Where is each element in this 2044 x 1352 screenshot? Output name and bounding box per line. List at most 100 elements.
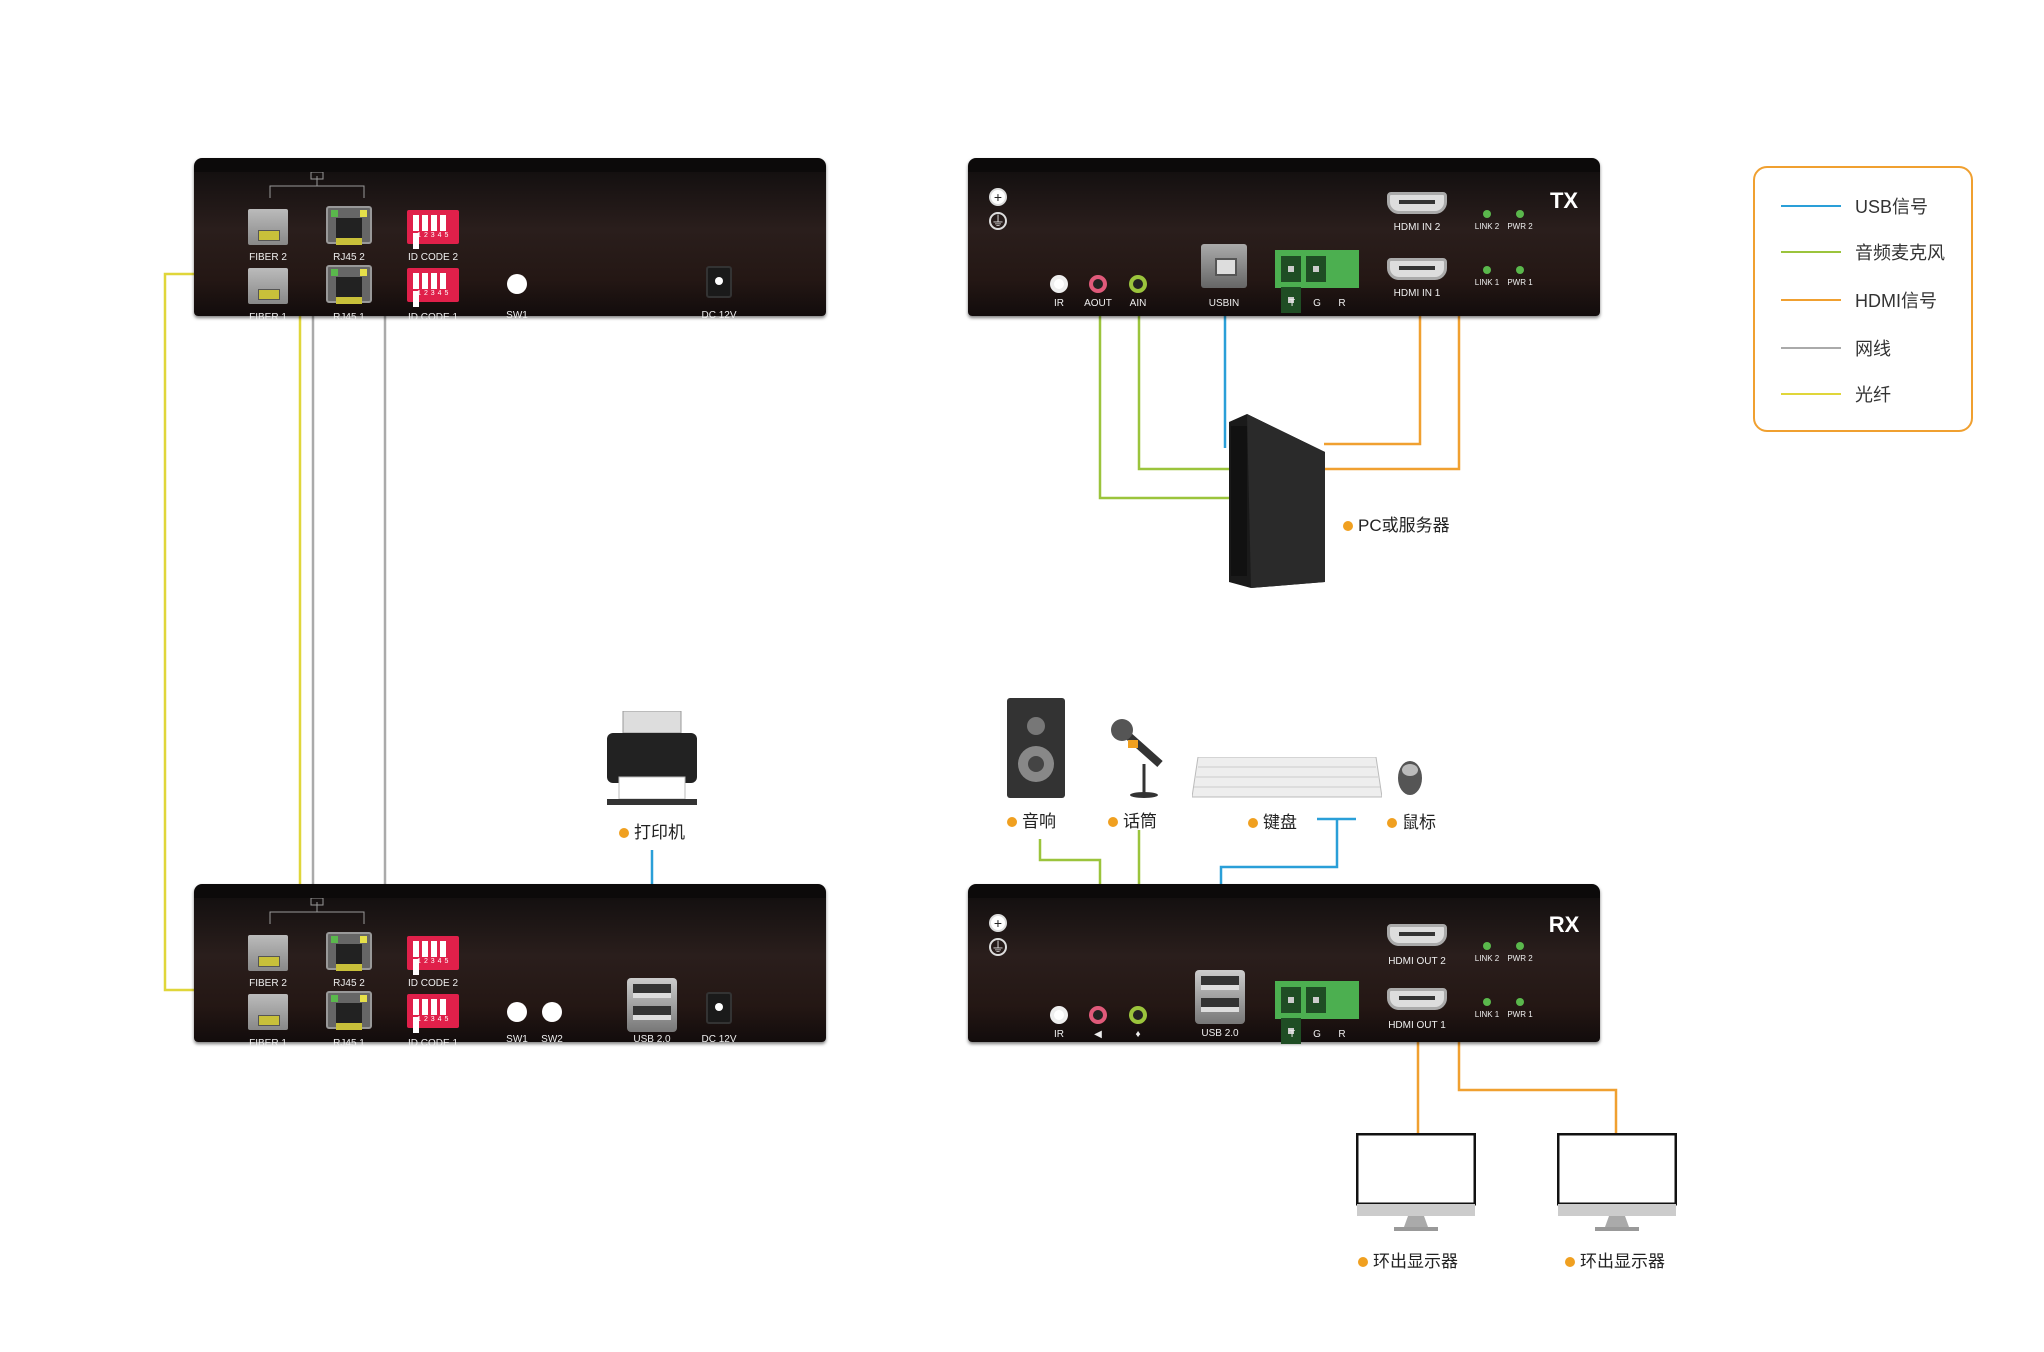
link-2-label: LINK 2 bbox=[1474, 954, 1500, 963]
link-2-label: LINK 2 bbox=[1474, 222, 1500, 231]
aout-port[interactable] bbox=[1089, 275, 1107, 293]
id-code-2-switch[interactable]: 1 2 3 4 5 bbox=[407, 936, 459, 975]
ground-plus-icon: + bbox=[989, 188, 1007, 206]
legend-fiber: 光纤 bbox=[1781, 382, 1891, 406]
fiber-1-port[interactable] bbox=[248, 994, 288, 1030]
speaker-label: 音响 bbox=[1007, 807, 1056, 832]
id-code-2-switch[interactable]: 1 2 3 4 5 bbox=[407, 210, 459, 249]
network-switch-icon bbox=[269, 172, 365, 198]
dip-switch-numbers: 1 2 3 4 5 bbox=[417, 1016, 449, 1023]
rj45-1-label: RJ45 1 bbox=[333, 312, 365, 323]
r-label: R bbox=[1338, 298, 1346, 309]
ground-plus-icon: + bbox=[989, 914, 1007, 932]
hdmi-out-1-label: HDMI OUT 1 bbox=[1388, 1020, 1446, 1031]
id-code-1-switch[interactable]: 1 2 3 4 5 bbox=[407, 994, 459, 1033]
hdmi-out-2-port[interactable] bbox=[1387, 924, 1447, 946]
keyboard-label: 键盘 bbox=[1248, 808, 1297, 833]
pwr-1-label: PWR 1 bbox=[1507, 1010, 1533, 1019]
fiber-1-label: FIBER 1 bbox=[249, 1038, 287, 1049]
rj45-2-port[interactable] bbox=[326, 932, 372, 971]
sw1-button[interactable] bbox=[507, 274, 527, 294]
usb-2-port[interactable] bbox=[627, 978, 677, 1032]
ir-label: IR bbox=[1054, 298, 1064, 309]
sw2-label: SW2 bbox=[541, 1034, 563, 1045]
rj45-2-label: RJ45 2 bbox=[333, 978, 365, 989]
hdmi-in-2-port[interactable] bbox=[1387, 192, 1447, 214]
fiber-2-label: FIBER 2 bbox=[249, 978, 287, 989]
monitor-1-label: 环出显示器 bbox=[1358, 1247, 1458, 1272]
fiber-1-label: FIBER 1 bbox=[249, 312, 287, 323]
dip-switch-numbers: 1 2 3 4 5 bbox=[417, 958, 449, 965]
pwr-1-led bbox=[1516, 266, 1524, 274]
ain-port[interactable] bbox=[1129, 275, 1147, 293]
sw1-label: SW1 bbox=[506, 1034, 528, 1045]
pwr-2-led bbox=[1516, 210, 1524, 218]
dip-switch-numbers: 1 2 3 4 5 bbox=[417, 290, 449, 297]
pwr-2-led bbox=[1516, 942, 1524, 950]
rx-title: RX bbox=[1548, 912, 1580, 937]
fiber-2-port[interactable] bbox=[248, 935, 288, 971]
monitor-1-icon bbox=[1356, 1133, 1476, 1231]
dc-label: DC 12V bbox=[701, 1034, 737, 1045]
pwr-2-label: PWR 2 bbox=[1507, 222, 1533, 231]
fiber-2-port[interactable] bbox=[248, 209, 288, 245]
hdmi-out-1-port[interactable] bbox=[1387, 988, 1447, 1010]
hdmi-in-2-label: HDMI IN 2 bbox=[1393, 222, 1441, 233]
tx-hdmi1-cable bbox=[1324, 300, 1422, 446]
printer-icon bbox=[607, 711, 697, 805]
mouse-label: 鼠标 bbox=[1387, 808, 1436, 833]
pwr-2-label: PWR 2 bbox=[1507, 954, 1533, 963]
fiber-1-port[interactable] bbox=[248, 268, 288, 304]
usb-2-port[interactable] bbox=[1195, 970, 1245, 1024]
rx-unit: + ⏚ IR ◀ ♦ USB 2.0 T G R HDMI OUT 2 HDMI… bbox=[968, 884, 1600, 1044]
printer-label: 打印机 bbox=[619, 818, 685, 843]
mic-in-port[interactable] bbox=[1129, 1006, 1147, 1024]
g-label: G bbox=[1313, 1029, 1321, 1040]
microphone-icon: ♦ bbox=[1135, 1029, 1141, 1040]
legend-network: 网线 bbox=[1781, 336, 1891, 360]
sw1-label: SW1 bbox=[506, 310, 528, 321]
pc-label: PC或服务器 bbox=[1343, 511, 1450, 536]
t-label: T bbox=[1288, 298, 1296, 309]
rj45-2-label: RJ45 2 bbox=[333, 252, 365, 263]
dc-power-jack[interactable] bbox=[706, 992, 732, 1024]
fiber-extender-bottom: FIBER 2 FIBER 1 RJ45 2 RJ45 1 1 2 3 4 5 … bbox=[194, 884, 826, 1049]
keyboard-icon bbox=[1192, 757, 1382, 798]
sw2-button[interactable] bbox=[542, 1002, 562, 1022]
dc-power-jack[interactable] bbox=[706, 266, 732, 298]
fiber-cable-2 bbox=[290, 209, 302, 940]
ir-port[interactable] bbox=[1050, 275, 1068, 293]
usb-in-port[interactable] bbox=[1201, 244, 1247, 288]
rj45-1-port[interactable] bbox=[326, 991, 372, 1030]
speaker-out-port[interactable] bbox=[1089, 1006, 1107, 1024]
ir-port[interactable] bbox=[1050, 1006, 1068, 1024]
id-code-1-switch[interactable]: 1 2 3 4 5 bbox=[407, 268, 459, 307]
hdmi-in-1-label: HDMI IN 1 bbox=[1393, 288, 1441, 299]
fiber-2-label: FIBER 2 bbox=[249, 252, 287, 263]
sw1-button[interactable] bbox=[507, 1002, 527, 1022]
rj45-2-port[interactable] bbox=[326, 206, 372, 245]
link-2-led bbox=[1483, 210, 1491, 218]
hdmi-in-1-port[interactable] bbox=[1387, 258, 1447, 280]
legend-usb: USB信号 bbox=[1781, 194, 1928, 218]
id-code-2-label: ID CODE 2 bbox=[407, 978, 459, 989]
rs232-terminal[interactable] bbox=[1275, 981, 1359, 1044]
pc-tower-icon bbox=[1229, 414, 1325, 588]
aout-label: AOUT bbox=[1084, 298, 1112, 309]
monitor-2-icon bbox=[1557, 1133, 1677, 1231]
pwr-1-led bbox=[1516, 998, 1524, 1006]
rs232-terminal[interactable] bbox=[1275, 250, 1359, 313]
speaker-icon: ◀ bbox=[1094, 1029, 1102, 1040]
hdmi-out-2-label: HDMI OUT 2 bbox=[1388, 956, 1446, 967]
rj45-1-port[interactable] bbox=[326, 265, 372, 304]
tx-ain-cable bbox=[1137, 300, 1229, 471]
rj45-1-label: RJ45 1 bbox=[333, 1038, 365, 1049]
r-label: R bbox=[1338, 1029, 1346, 1040]
fiber-extender-top: FIBER 2 FIBER 1 RJ45 2 RJ45 1 1 2 3 4 5 … bbox=[194, 158, 826, 323]
usb-label: USB 2.0 bbox=[633, 1034, 671, 1045]
monitor-2-label: 环出显示器 bbox=[1565, 1247, 1665, 1272]
ground-icon: ⏚ bbox=[989, 938, 1007, 956]
fiber-cable-1 bbox=[163, 272, 252, 992]
network-cable-2 bbox=[311, 209, 326, 940]
tx-title: TX bbox=[1549, 188, 1579, 213]
